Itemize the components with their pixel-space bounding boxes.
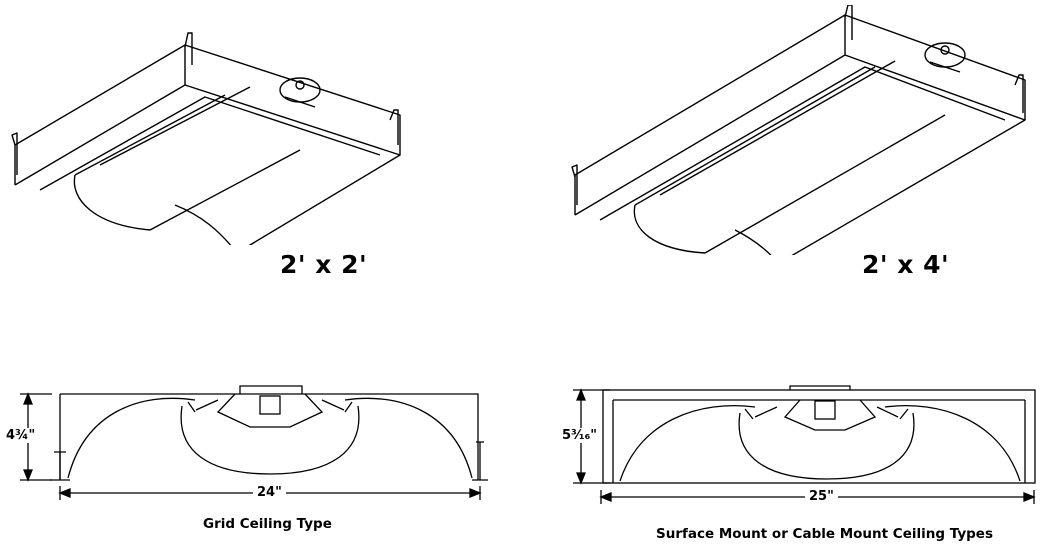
fixture-2x2-size-label: 2' x 2' [280, 250, 368, 279]
fixture-2x4-size-label: 2' x 4' [862, 250, 950, 279]
grid-width-dimension: 24" [253, 485, 286, 500]
fixture-2x4-drawing [571, 5, 1026, 255]
grid-height-dimension: 4¾" [6, 428, 36, 443]
surface-mount-caption: Surface Mount or Cable Mount Ceiling Typ… [656, 526, 993, 542]
surface-width-dimension: 25" [805, 489, 838, 504]
surface-height-dimension: 5³⁄₁₆" [562, 428, 598, 443]
surface-section-drawing [573, 385, 1036, 485]
fixture-2x2-drawing [11, 32, 401, 245]
grid-section-drawing [20, 385, 488, 482]
grid-ceiling-caption: Grid Ceiling Type [203, 516, 332, 532]
